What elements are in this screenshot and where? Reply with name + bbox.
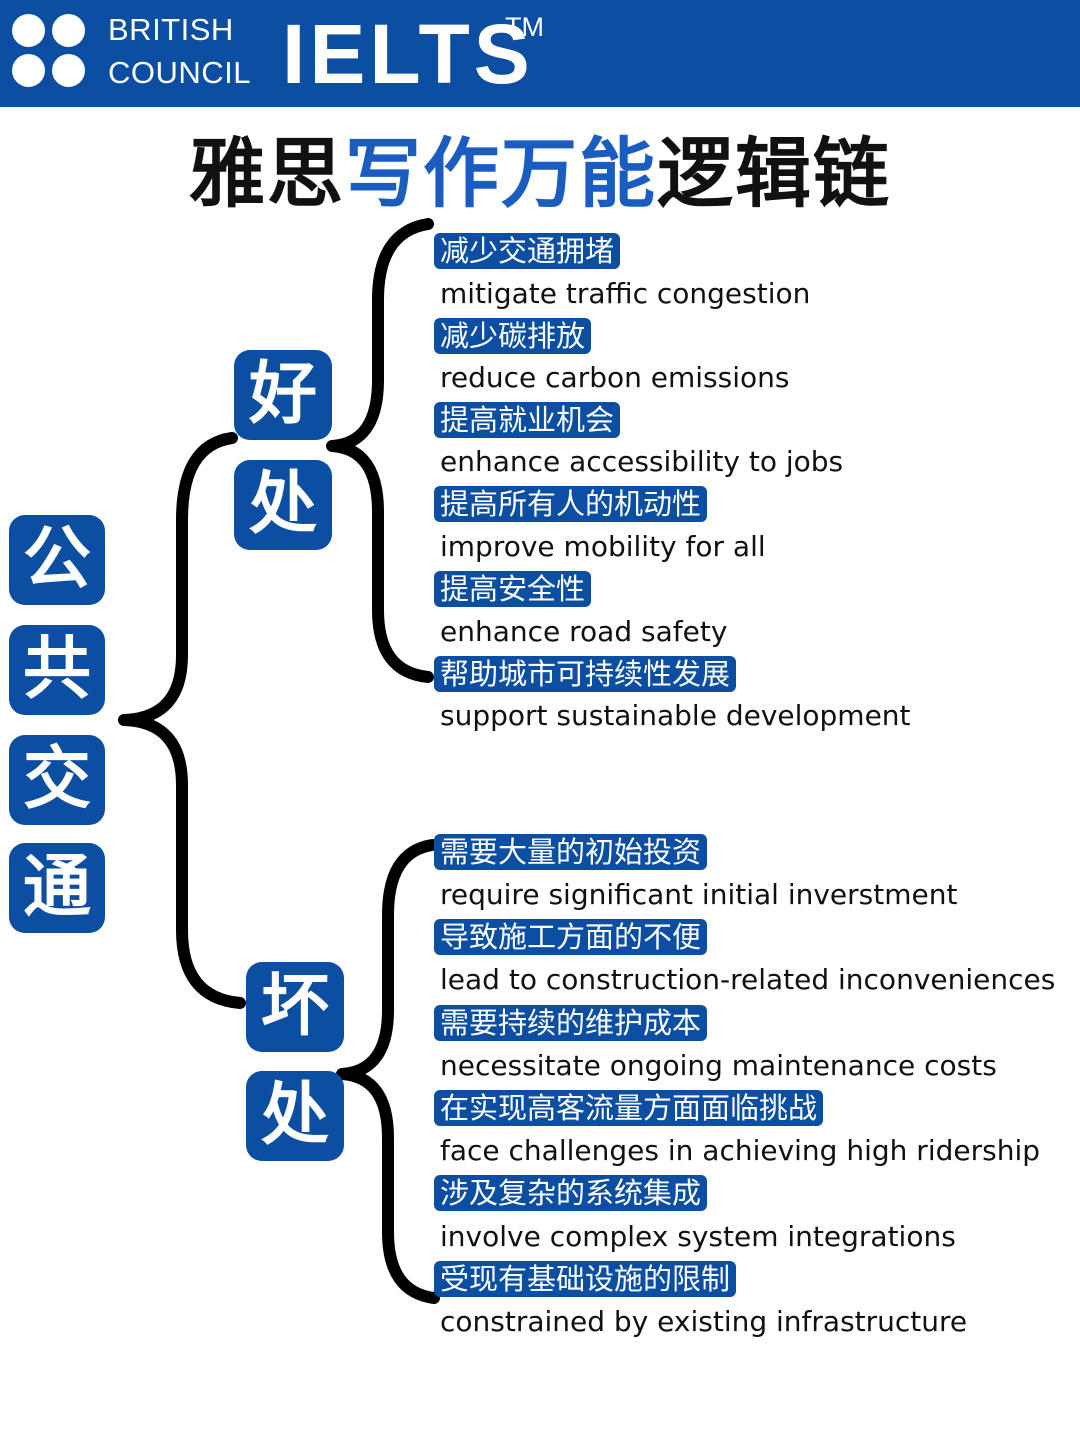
drawback-4-en: face challenges in achieving high riders… [440, 1134, 1040, 1167]
benefits-label-char-2: 处 [234, 460, 332, 550]
drawback-3-en: necessitate ongoing maintenance costs [440, 1049, 997, 1082]
drawback-1-cn: 需要大量的初始投资 [434, 834, 708, 870]
benefit-5-cn: 提高安全性 [434, 571, 592, 607]
drawback-6-en: constrained by existing infrastructure [440, 1305, 968, 1338]
benefits-bracket [326, 218, 434, 683]
four-dots-logo-icon [12, 14, 88, 90]
benefits-label-char-1: 好 [234, 350, 332, 440]
title-part-3: 逻辑链 [657, 129, 891, 218]
trademark-mark: TM [505, 12, 544, 42]
benefit-3-en: enhance accessibility to jobs [440, 445, 844, 478]
benefit-1-cn: 减少交通拥堵 [434, 233, 621, 269]
drawback-5-cn: 涉及复杂的系统集成 [434, 1175, 708, 1211]
title-part-1: 雅思 [189, 129, 345, 218]
benefit-6-en: support sustainable development [440, 699, 911, 732]
topic-char-1: 公 [9, 515, 105, 605]
drawback-3-cn: 需要持续的维护成本 [434, 1005, 708, 1041]
topic-char-4: 通 [9, 843, 105, 933]
brand-line-2: COUNCIL [108, 55, 252, 90]
drawback-2-en: lead to construction-related inconvenien… [440, 963, 1056, 996]
drawbacks-label-char-1: 坏 [246, 962, 344, 1052]
benefit-2-cn: 减少碳排放 [434, 318, 592, 354]
drawback-6-cn: 受现有基础设施的限制 [434, 1261, 737, 1297]
main-bracket [118, 432, 246, 1009]
benefit-4-en: improve mobility for all [440, 530, 766, 563]
drawbacks-bracket [336, 839, 440, 1304]
drawback-1-en: require significant initial inverstment [440, 878, 958, 911]
title-part-2-accent: 写作万能 [345, 129, 657, 218]
drawbacks-label-char-2: 处 [246, 1071, 344, 1161]
benefit-3-cn: 提高就业机会 [434, 402, 621, 438]
benefit-1-en: mitigate traffic congestion [440, 277, 811, 310]
drawback-4-cn: 在实现高客流量方面面临挑战 [434, 1090, 824, 1126]
brand-line-1: BRITISH [108, 12, 234, 47]
benefit-4-cn: 提高所有人的机动性 [434, 486, 708, 522]
exam-logo-text: IELTS [282, 7, 534, 101]
drawback-2-cn: 导致施工方面的不便 [434, 919, 708, 955]
header-bar: BRITISH COUNCIL IELTS TM [0, 0, 1080, 107]
topic-char-3: 交 [9, 735, 105, 825]
drawback-5-en: involve complex system integrations [440, 1220, 956, 1253]
benefit-2-en: reduce carbon emissions [440, 361, 790, 394]
topic-char-2: 共 [9, 625, 105, 715]
page-title: 雅思写作万能逻辑链 [0, 128, 1080, 220]
benefit-5-en: enhance road safety [440, 615, 728, 648]
benefit-6-cn: 帮助城市可持续性发展 [434, 656, 737, 692]
